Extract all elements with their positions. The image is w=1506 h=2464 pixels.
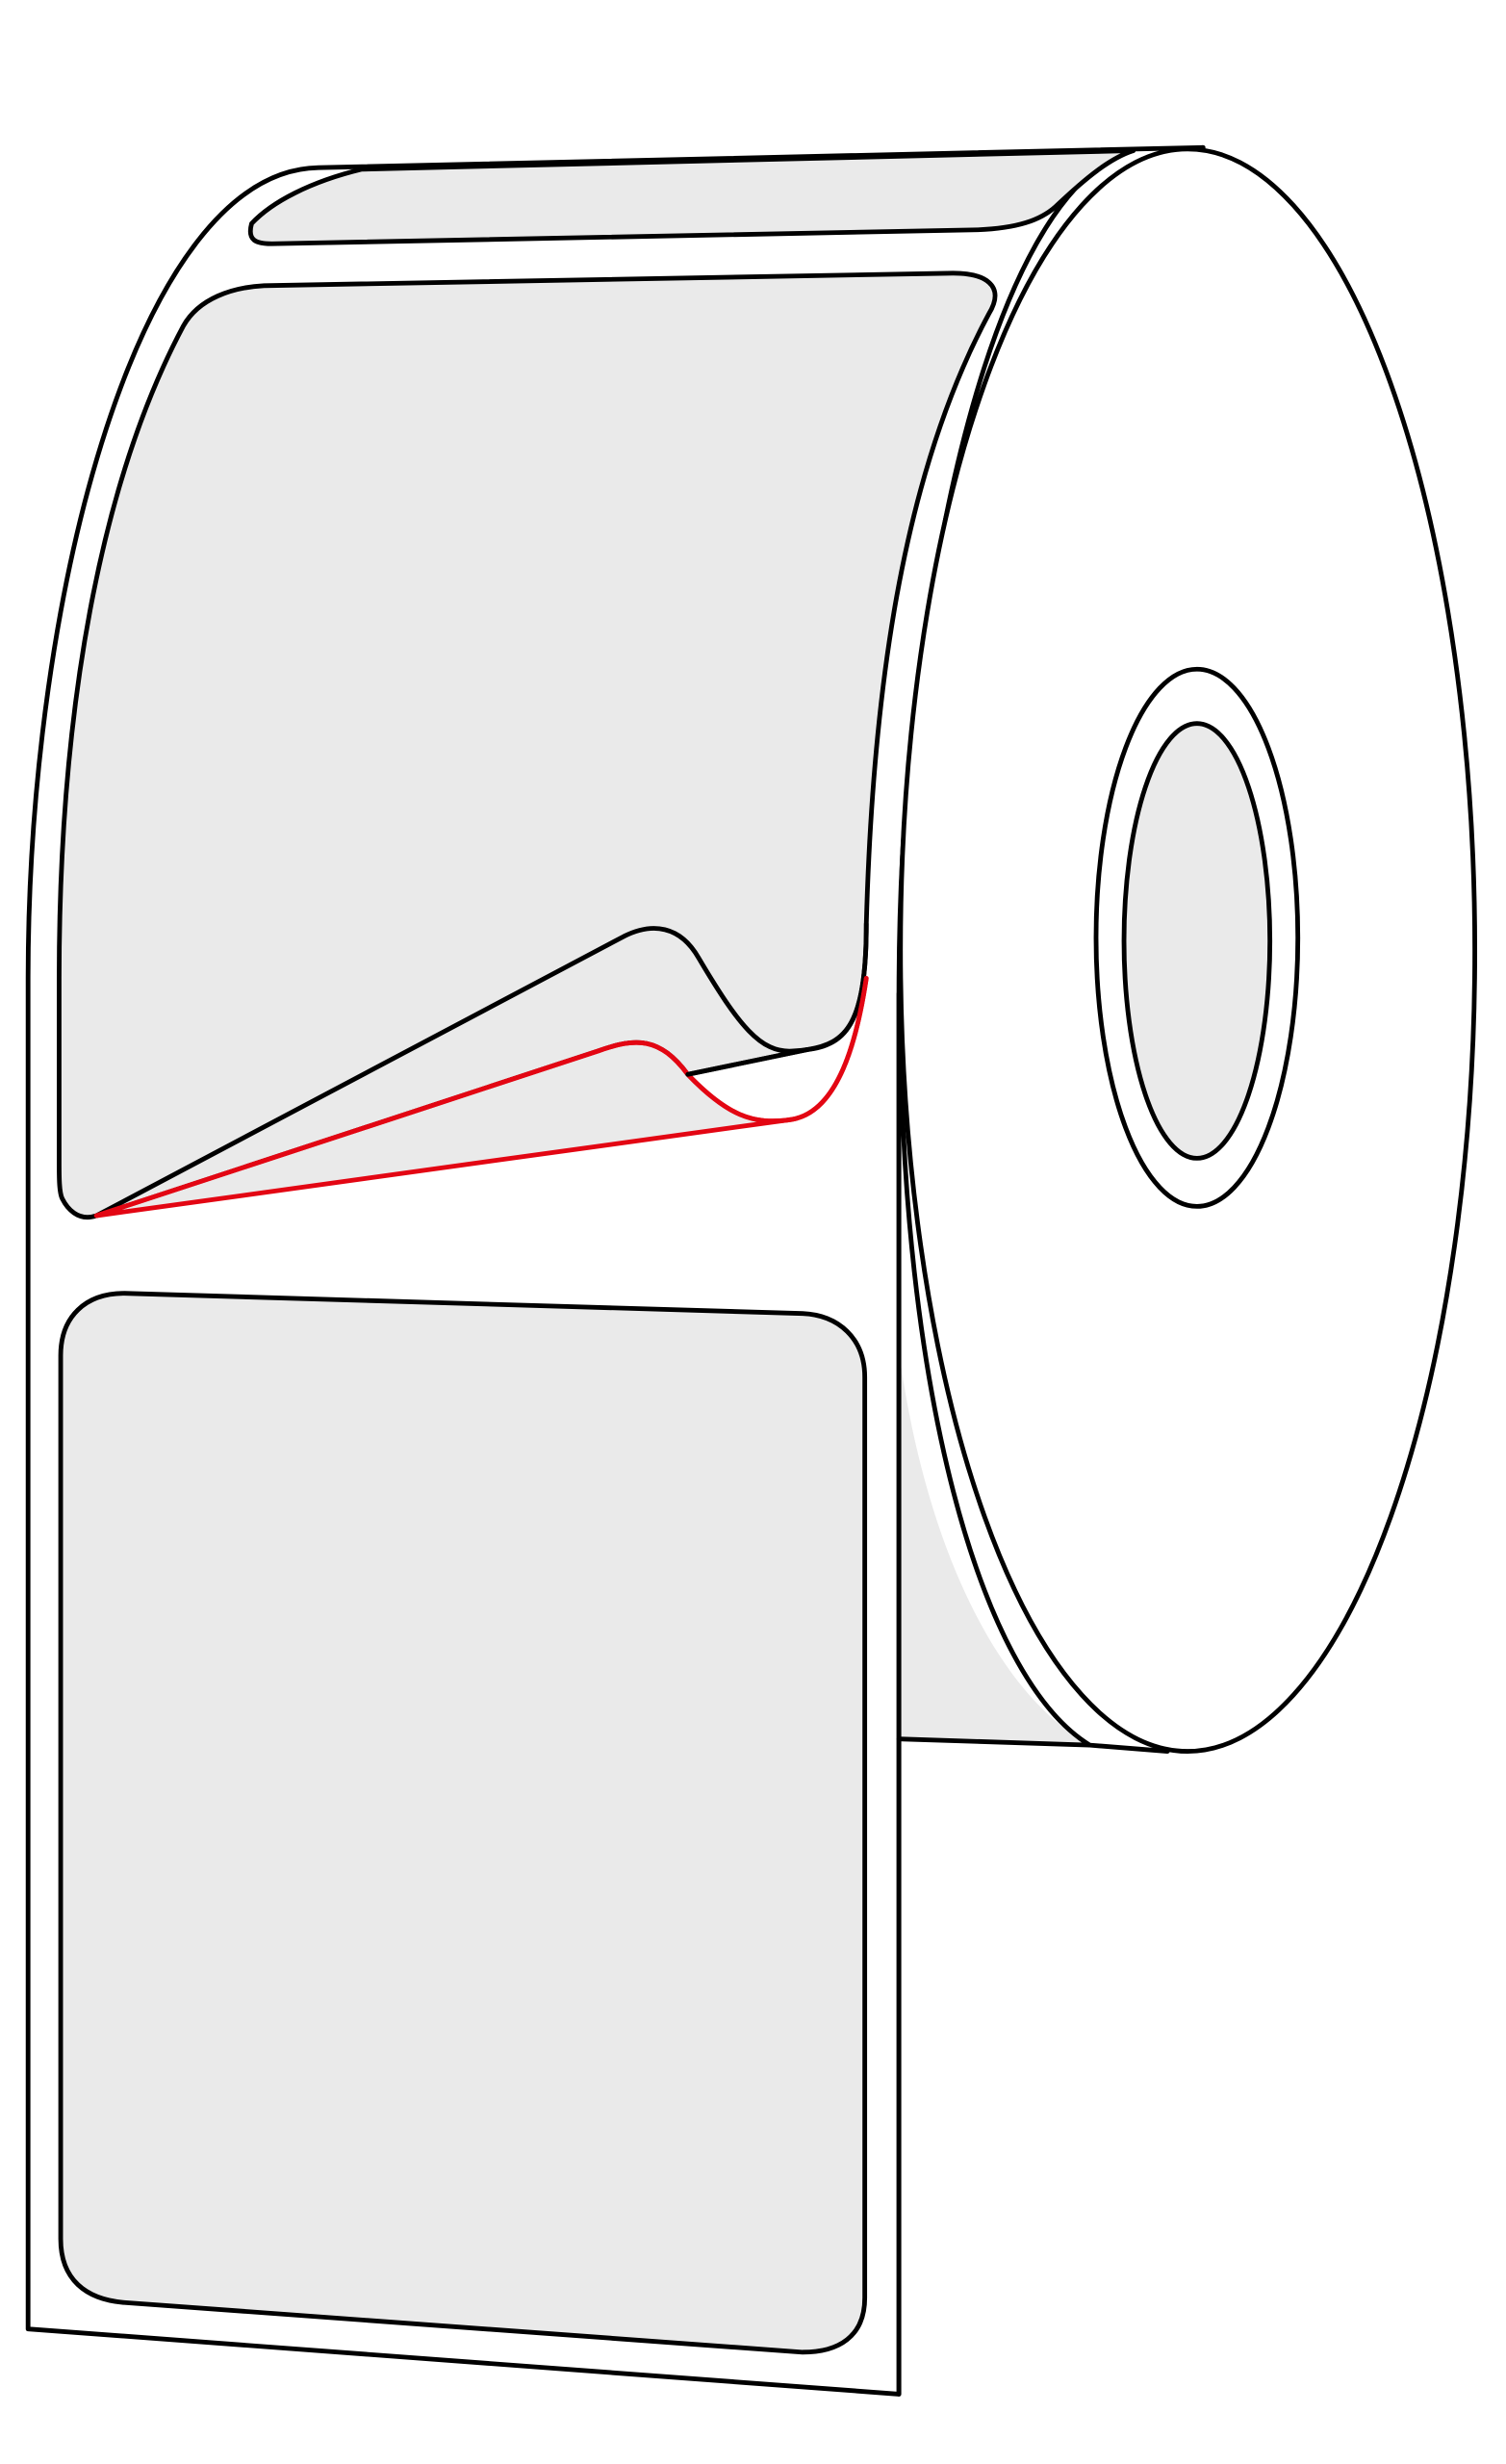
label-peel-fold bbox=[93, 921, 869, 1219]
label-bottom bbox=[58, 1291, 868, 2355]
roll-underside bbox=[899, 1350, 1090, 1746]
label-top-wrapped bbox=[247, 148, 1136, 246]
label-peel-edge-red bbox=[95, 977, 869, 1219]
core-hole bbox=[1121, 721, 1273, 1161]
roll-bottom-edge bbox=[896, 1736, 1092, 1748]
label-peel-crease bbox=[685, 1047, 810, 1077]
